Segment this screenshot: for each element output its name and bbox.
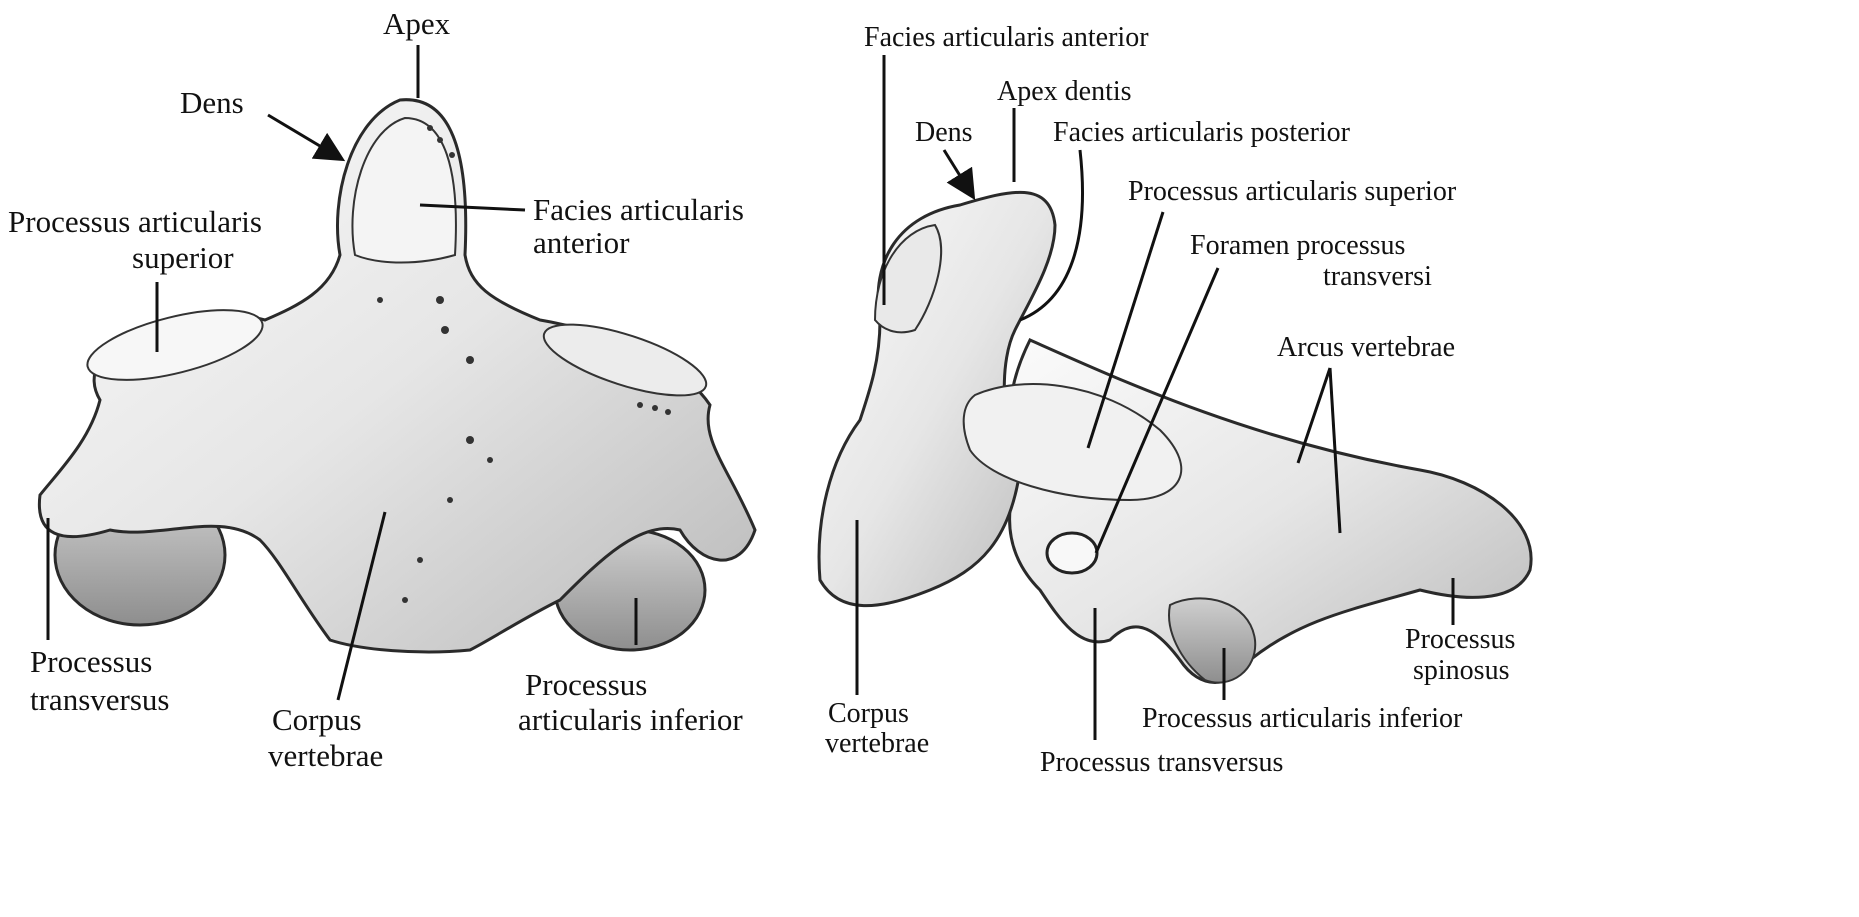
label-right-dens: Dens bbox=[915, 117, 973, 148]
label-left-apex: Apex bbox=[383, 6, 451, 41]
label-left-transv-1: Processus bbox=[30, 644, 152, 679]
label-left-facies-2: anterior bbox=[533, 225, 630, 260]
label-right-arcus: Arcus vertebrae bbox=[1277, 332, 1455, 363]
label-left-facies-1: Facies articularis bbox=[533, 192, 744, 227]
label-left-sup-1: Processus articularis bbox=[8, 204, 262, 239]
label-right-facies-post: Facies articularis posterior bbox=[1053, 117, 1351, 148]
label-right-foramen-2: transversi bbox=[1323, 261, 1432, 292]
ptr-right-dens bbox=[944, 150, 972, 195]
label-right-inf: Processus articularis inferior bbox=[1142, 703, 1463, 734]
right-foramen bbox=[1047, 533, 1097, 573]
right-lateral-view: Facies articularis anterior Apex dentis … bbox=[819, 22, 1531, 778]
label-right-corpus-2: vertebrae bbox=[825, 728, 929, 759]
label-left-transv-2: transversus bbox=[30, 682, 169, 717]
label-left-dens: Dens bbox=[180, 85, 244, 120]
ptr-left-dens bbox=[268, 115, 340, 158]
label-left-inf-2: articularis inferior bbox=[518, 702, 743, 737]
label-left-inf-1: Processus bbox=[525, 667, 647, 702]
label-left-corpus-2: vertebrae bbox=[268, 738, 383, 773]
label-left-sup-2: superior bbox=[132, 240, 234, 275]
label-left-corpus-1: Corpus bbox=[272, 702, 362, 737]
label-right-corpus-1: Corpus bbox=[828, 698, 909, 729]
label-right-spin-1: Processus bbox=[1405, 624, 1515, 655]
label-right-sup: Processus articularis superior bbox=[1128, 176, 1457, 207]
left-anterior-view: Apex Dens Facies articularis anterior Pr… bbox=[8, 6, 755, 773]
label-right-foramen-1: Foramen processus bbox=[1190, 230, 1405, 261]
label-right-transv: Processus transversus bbox=[1040, 747, 1283, 778]
label-right-apex: Apex dentis bbox=[997, 76, 1132, 107]
label-right-spin-2: spinosus bbox=[1413, 655, 1509, 686]
label-right-facies-ant: Facies articularis anterior bbox=[864, 22, 1149, 53]
